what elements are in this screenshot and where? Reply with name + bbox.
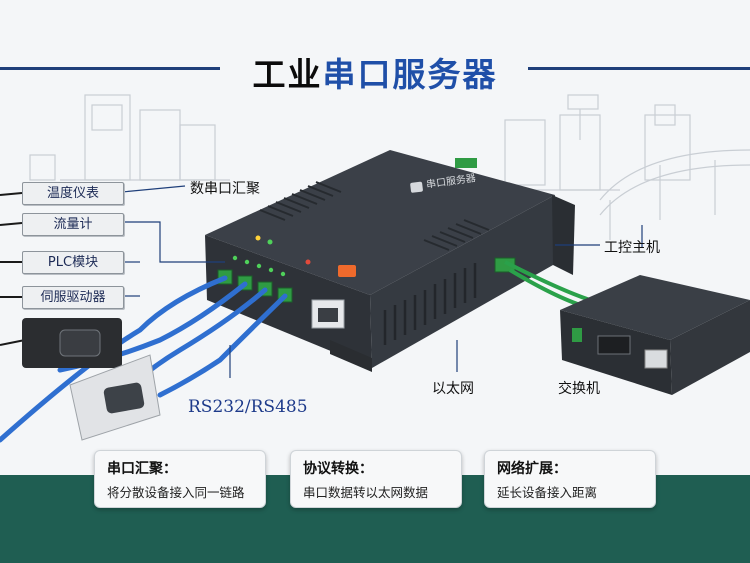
callout-switch: 交换机 bbox=[558, 381, 600, 397]
callout-aggregation: 数串口汇聚 bbox=[190, 181, 260, 197]
callout-lines bbox=[121, 185, 643, 378]
feature-card-protocol: 协议转换： 串口数据转以太网数据 bbox=[290, 450, 462, 508]
feature-card-text: 延长设备接入距离 bbox=[497, 485, 598, 500]
serial-server-device bbox=[205, 150, 575, 372]
feature-card-text: 串口数据转以太网数据 bbox=[303, 485, 429, 500]
device-label-servo: 伺服驱动器 bbox=[22, 286, 124, 309]
feature-card-title: 串口汇聚： bbox=[107, 461, 177, 477]
page-title: 工业串口服务器 bbox=[0, 48, 750, 96]
device-label-flowmeter: 流量计 bbox=[22, 213, 124, 236]
rs485-cables bbox=[0, 275, 288, 443]
callout-ethernet: 以太网 bbox=[432, 381, 474, 397]
feature-card-aggregation: 串口汇聚： 将分散设备接入同一链路 bbox=[94, 450, 266, 508]
callout-host: 工控主机 bbox=[604, 240, 660, 256]
sensor-cables bbox=[0, 192, 26, 346]
db9-connector-gray bbox=[69, 354, 161, 441]
network-switch bbox=[560, 275, 750, 395]
title-line-left bbox=[0, 67, 220, 70]
title-area: 工业串口服务器 bbox=[0, 46, 750, 94]
callout-protocol: RS232/RS485 bbox=[188, 397, 308, 417]
feature-card-text: 将分散设备接入同一链路 bbox=[107, 485, 245, 500]
title-part-2: 串口服务器 bbox=[322, 55, 498, 94]
device-label-plc: PLC模块 bbox=[22, 251, 124, 274]
title-part-1: 工业 bbox=[252, 55, 323, 94]
factory-background-sketch bbox=[29, 94, 750, 240]
feature-card-title: 网络扩展： bbox=[497, 461, 567, 477]
feature-card-title: 协议转换： bbox=[303, 461, 373, 477]
title-line-right bbox=[528, 67, 750, 70]
device-label-temperature: 温度仪表 bbox=[22, 182, 124, 205]
db9-connector-black bbox=[22, 318, 122, 368]
feature-card-network: 网络扩展： 延长设备接入距离 bbox=[484, 450, 656, 508]
reset-button-illustration bbox=[338, 265, 356, 277]
